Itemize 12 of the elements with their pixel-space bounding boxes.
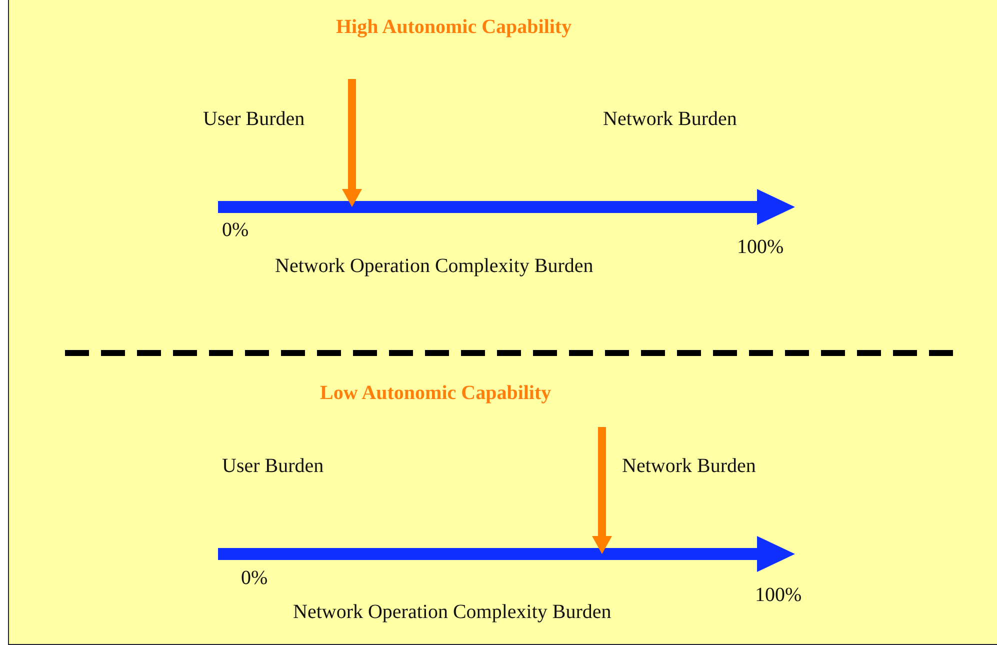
axis-label: Network Burden [622,455,756,478]
axis-label: Network Operation Complexity Burden [275,255,594,278]
section-heading: High Autonomic Capability [336,16,572,39]
axis-label: 100% [737,236,784,259]
axis-label: User Burden [203,108,305,131]
axis-label: Network Operation Complexity Burden [293,601,612,624]
axis-label: User Burden [222,455,324,478]
axis-label: 0% [222,219,249,242]
axis-label: 100% [755,584,802,607]
axis-label: 0% [241,567,268,590]
section-heading: Low Autonomic Capability [320,382,552,405]
axis-label: Network Burden [603,108,737,131]
